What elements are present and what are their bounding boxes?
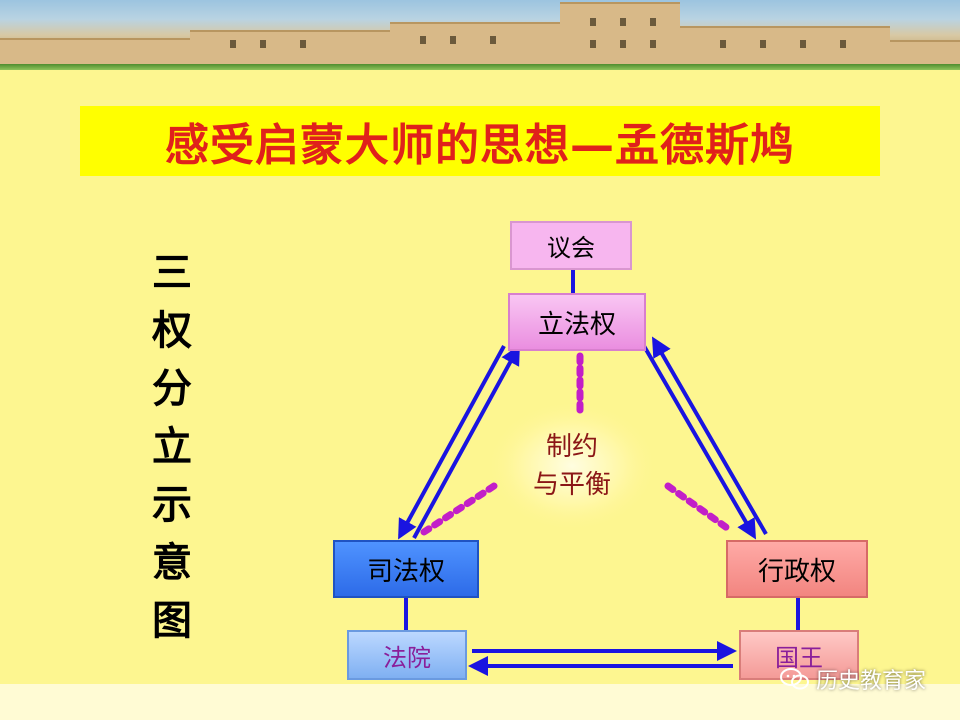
wechat-icon <box>780 668 809 690</box>
vertical-label-char: 立 <box>152 424 192 470</box>
arrow-legislative-to-judicial <box>398 345 506 540</box>
vertical-label: 三 权 分 立 示 意 图 <box>142 244 202 650</box>
arrow-executive-to-legislative <box>652 336 768 535</box>
node-legislative-power: 立法权 <box>508 293 646 351</box>
vertical-label-char: 图 <box>152 598 192 644</box>
checks-and-balances-label: 制约 与平衡 <box>510 428 634 504</box>
node-executive-power: 行政权 <box>726 540 868 598</box>
vertical-label-char: 示 <box>152 482 192 528</box>
dotted-link-judicial <box>420 482 498 536</box>
header-divider <box>0 64 960 70</box>
center-line-2: 与平衡 <box>532 470 611 500</box>
dotted-link-executive <box>664 482 734 534</box>
title-bar: 感受启蒙大师的思想—孟德斯鸠 <box>80 106 880 176</box>
vertical-label-char: 权 <box>152 308 192 354</box>
header-banner <box>0 0 960 64</box>
arrow-legislative-to-executive <box>642 344 757 540</box>
center-line-1: 制约 <box>545 432 598 462</box>
page-title: 感受启蒙大师的思想—孟德斯鸠 <box>165 120 795 171</box>
node-court: 法院 <box>347 630 467 680</box>
vertical-label-char: 三 <box>152 250 192 296</box>
watermark-text: 历史教育家 <box>816 669 927 694</box>
watermark: 历史教育家 <box>780 662 926 696</box>
vertical-label-char: 意 <box>152 540 192 586</box>
node-judicial-power: 司法权 <box>333 540 479 598</box>
bottom-strip <box>0 684 960 720</box>
vertical-label-char: 分 <box>152 366 192 412</box>
arrow-judicial-to-legislative <box>412 344 520 539</box>
center-glow <box>486 400 658 532</box>
node-parliament: 议会 <box>510 221 632 270</box>
